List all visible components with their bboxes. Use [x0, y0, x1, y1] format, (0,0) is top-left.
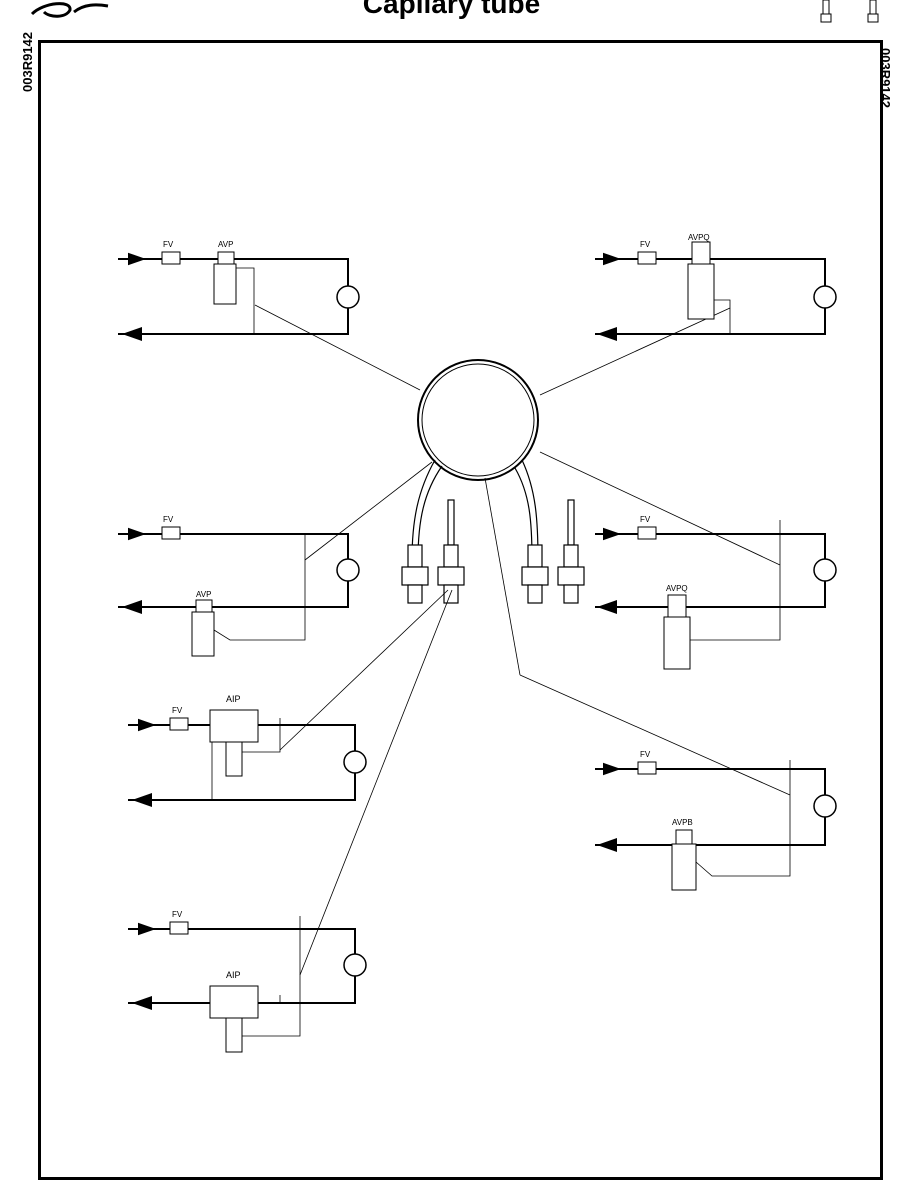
circuit-avp-top-left: FV AVP — [118, 240, 360, 341]
brand-logo-icon — [30, 2, 109, 18]
capillary-leader-lines — [254, 304, 791, 976]
capillary-coil — [411, 359, 539, 561]
capillary-fitting — [401, 499, 585, 604]
fv-label: FV — [172, 910, 183, 919]
aip-label: AIP — [226, 694, 241, 704]
avp-label: AVP — [196, 590, 211, 599]
circuit-aip-left: FV AIP — [128, 694, 367, 807]
avpq-label: AVPQ — [666, 584, 688, 593]
page-title: Capilary tube — [362, 0, 541, 19]
circuit-aip-bottom-left: FV AIP — [128, 910, 367, 1053]
fv-label: FV — [172, 706, 183, 715]
avp-label: AVP — [218, 240, 233, 249]
aip-label: AIP — [226, 970, 241, 980]
fv-label: FV — [640, 750, 651, 759]
avpq-label: AVPQ — [688, 233, 710, 242]
circuit-avpq-mid-right: FV AVPQ — [595, 515, 837, 670]
circuit-avpq-top-right: FV AVPQ — [595, 233, 837, 341]
fv-label: FV — [163, 240, 174, 249]
circuit-avpb-right: FV AVPB — [595, 750, 837, 891]
sensor-thumbnail-icon — [820, 0, 879, 23]
fv-label: FV — [163, 515, 174, 524]
avpb-label: AVPB — [672, 818, 693, 827]
fv-label: FV — [640, 240, 651, 249]
fv-label: FV — [640, 515, 651, 524]
circuit-avp-mid-left: FV AVP — [118, 515, 360, 657]
